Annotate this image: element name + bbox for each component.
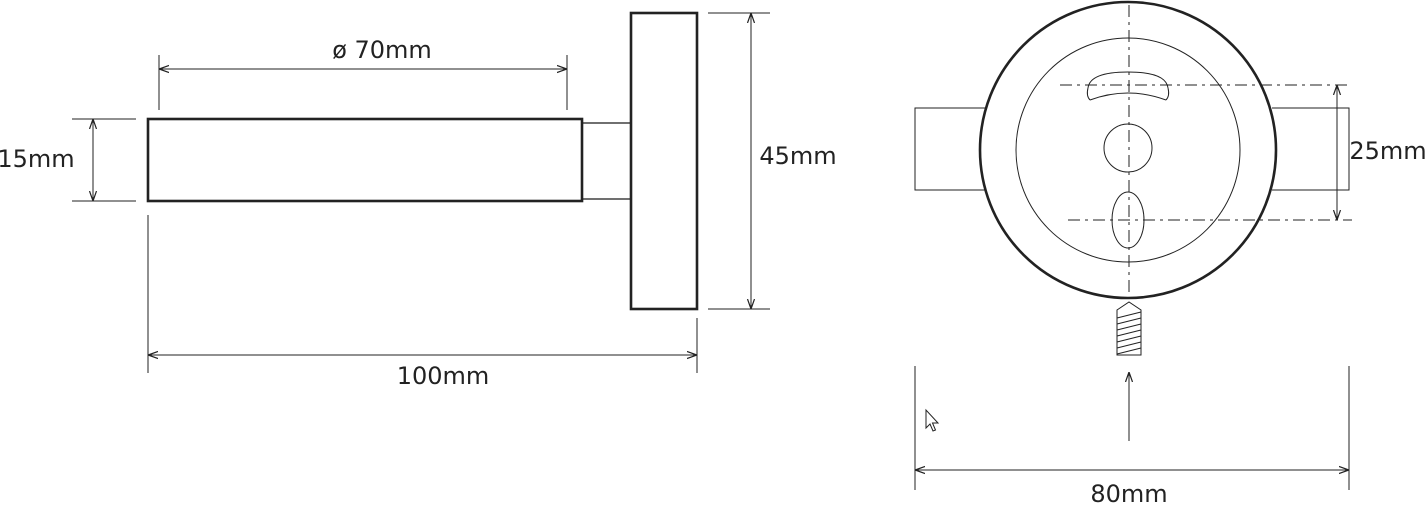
- width-label: 80mm: [1090, 480, 1167, 505]
- rod-stub-right: [1272, 107, 1350, 191]
- wall-plate: [629, 11, 699, 311]
- height-label: 15mm: [0, 145, 75, 173]
- side-view: ø 70mm 15mm 45mm 100mm: [0, 11, 837, 390]
- length-label: 100mm: [397, 362, 490, 390]
- center-hole: [1103, 123, 1153, 173]
- set-screw: [1116, 301, 1142, 356]
- inner-ring: [1015, 37, 1241, 263]
- length-dimension: 100mm: [147, 215, 698, 390]
- height-dimension: 15mm: [0, 118, 136, 202]
- plate-height-label: 45mm: [759, 142, 836, 170]
- rod-stub-left: [914, 107, 985, 191]
- width-dimension: 80mm: [914, 366, 1350, 505]
- rod-body: [146, 117, 584, 203]
- rod-neck: [581, 122, 632, 200]
- diameter-label: ø 70mm: [332, 36, 432, 64]
- diameter-dimension: ø 70mm: [158, 36, 568, 110]
- top-mount-slot: [1086, 71, 1170, 101]
- plate-height-dimension: 45mm: [708, 12, 837, 310]
- front-view: 25mm 80mm: [914, 0, 1425, 505]
- outer-disc: [978, 0, 1278, 300]
- offset-dimension: 25mm: [1337, 85, 1425, 220]
- offset-label: 25mm: [1349, 137, 1425, 165]
- mouse-cursor: [925, 408, 940, 432]
